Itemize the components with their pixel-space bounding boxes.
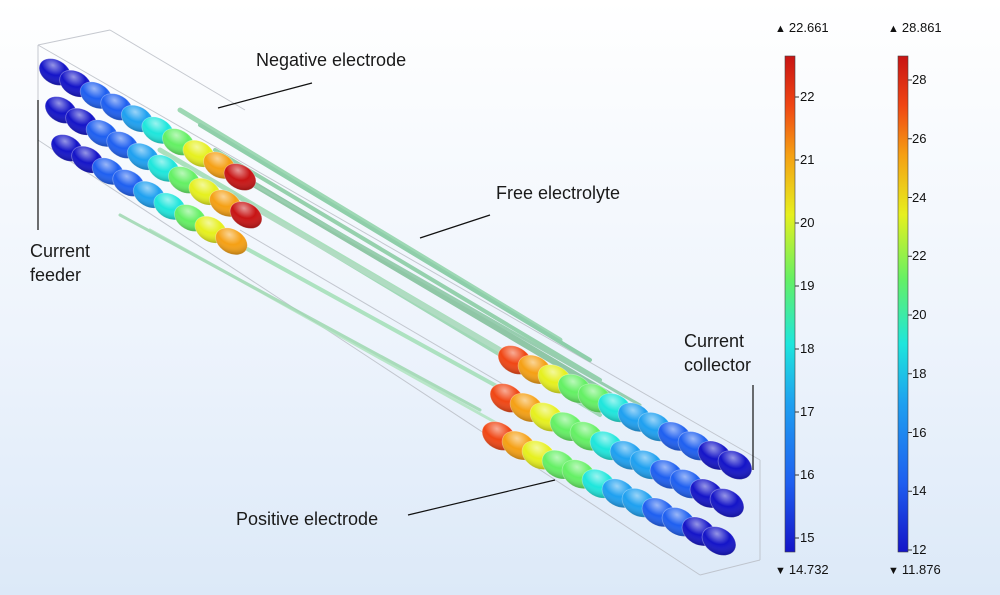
colorbar-tick-label: 28 — [912, 72, 927, 87]
colorbar-tick-label: 22 — [912, 248, 927, 264]
electrode-particle — [689, 478, 725, 509]
colorbar-left-max: ▲22.661 — [775, 20, 829, 35]
negative-electrode-particles — [38, 58, 263, 256]
label-current-feeder: Current feeder — [30, 241, 91, 285]
colorbar-left-min-value: 14.732 — [788, 562, 829, 577]
colorbar-tick-label: 16 — [912, 424, 927, 440]
colorbar-left-min: ▼14.732 — [775, 562, 829, 577]
triangle-up-icon: ▲ — [888, 23, 899, 35]
colorbar-tick-label: 22 — [800, 89, 815, 104]
triangle-down-icon: ▼ — [888, 565, 899, 577]
leader-lines — [37, 82, 754, 516]
label-free-electrolyte: Free electrolyte — [496, 183, 621, 203]
colorbar-tick-label: 14 — [912, 483, 927, 499]
colorbar-tick-label: 20 — [912, 307, 927, 322]
colorbar-right-min: ▼11.876 — [888, 562, 941, 577]
electrode-particle — [229, 201, 263, 229]
colorbar-tick-label: 15 — [800, 530, 815, 545]
colorbar-right-max: ▲28.861 — [888, 20, 942, 35]
colorbar-left-bar — [784, 55, 796, 553]
triangle-up-icon: ▲ — [775, 23, 786, 35]
electrode-particle — [717, 450, 753, 480]
colorbar-tick-label: 26 — [912, 130, 927, 146]
electrode-particle — [215, 227, 248, 256]
colorbar-tick-label: 17 — [800, 404, 815, 419]
colorbar-left-max-value: 22.661 — [788, 20, 829, 35]
colorbar-right-min-value: 11.876 — [901, 562, 941, 577]
colorbar-tick-label: 19 — [800, 278, 815, 293]
colorbar-tick-label: 12 — [912, 542, 927, 557]
colorbar-tick-label: 24 — [912, 189, 927, 205]
bounding-box — [37, 29, 761, 576]
label-current-collector: Current collector — [684, 331, 752, 375]
colorbar-right-bar — [897, 55, 909, 553]
triangle-down-icon: ▼ — [775, 565, 786, 577]
electrode-particle — [223, 163, 257, 191]
colorbar-tick-label: 18 — [800, 341, 815, 356]
positive-electrode-particles — [481, 345, 753, 556]
colorbar-tick-label: 21 — [800, 152, 815, 167]
colorbar-tick-label: 18 — [912, 365, 927, 381]
label-positive-electrode: Positive electrode — [236, 509, 379, 529]
electrode-particle — [709, 488, 745, 518]
colorbar-tick-label: 20 — [800, 215, 815, 230]
colorbar-right-max-value: 28.861 — [901, 20, 942, 35]
free-electrolyte-rods — [118, 107, 642, 427]
electrode-particle — [701, 526, 737, 556]
colorbar-tick-label: 16 — [800, 467, 815, 482]
label-negative-electrode: Negative electrode — [256, 50, 407, 70]
